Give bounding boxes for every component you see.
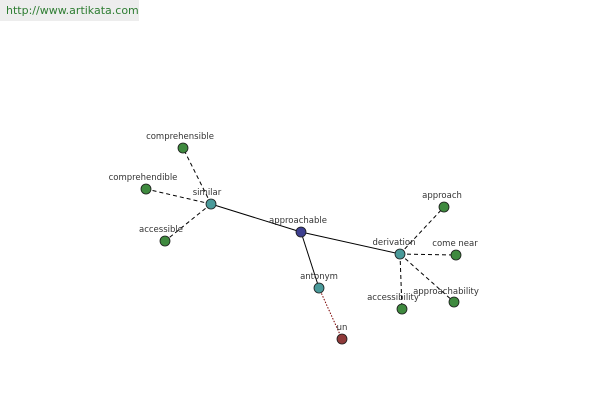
- edge-similar-comprehensible: [182, 147, 212, 205]
- label-approachability: approachability: [413, 287, 479, 297]
- edge-derivation-come-near: [399, 253, 457, 256]
- node-un[interactable]: [336, 333, 348, 345]
- edge-derivation-approachability: [399, 253, 455, 303]
- label-un: un: [337, 323, 348, 333]
- edge-derivation-approach: [399, 206, 445, 255]
- label-comprehendible: comprehendible: [109, 173, 178, 183]
- edge-similar-accessible: [164, 203, 212, 242]
- label-comprehensible: comprehensible: [146, 132, 214, 142]
- node-accessible[interactable]: [159, 235, 171, 247]
- edge-approachable-antonym: [300, 231, 320, 289]
- edge-approachable-similar: [210, 203, 302, 233]
- edge-antonym-un: [318, 287, 343, 340]
- node-comprehensible[interactable]: [177, 142, 189, 154]
- graph-edges: [145, 147, 457, 340]
- label-accessibility: accessibility: [367, 293, 419, 303]
- label-antonym: antonym: [300, 272, 338, 282]
- node-derivation[interactable]: [394, 248, 406, 260]
- label-approach: approach: [422, 191, 462, 201]
- label-similar: similar: [193, 188, 222, 198]
- label-accessible: accessible: [139, 225, 183, 235]
- node-accessibility[interactable]: [396, 303, 408, 315]
- node-approachable[interactable]: [295, 226, 307, 238]
- edge-derivation-accessibility: [399, 253, 403, 310]
- node-similar[interactable]: [205, 198, 217, 210]
- graph-labels: approachable similar derivation antonym …: [109, 132, 479, 333]
- node-come-near[interactable]: [450, 249, 462, 261]
- label-come-near: come near: [432, 239, 478, 249]
- source-url-banner[interactable]: http://www.artikata.com: [0, 0, 139, 21]
- node-comprehendible[interactable]: [140, 183, 152, 195]
- node-antonym[interactable]: [313, 282, 325, 294]
- edge-approachable-derivation: [300, 231, 401, 255]
- label-derivation: derivation: [372, 238, 415, 248]
- graph-nodes: [140, 142, 462, 345]
- node-approachability[interactable]: [448, 296, 460, 308]
- node-approach[interactable]: [438, 201, 450, 213]
- label-approachable: approachable: [269, 216, 327, 226]
